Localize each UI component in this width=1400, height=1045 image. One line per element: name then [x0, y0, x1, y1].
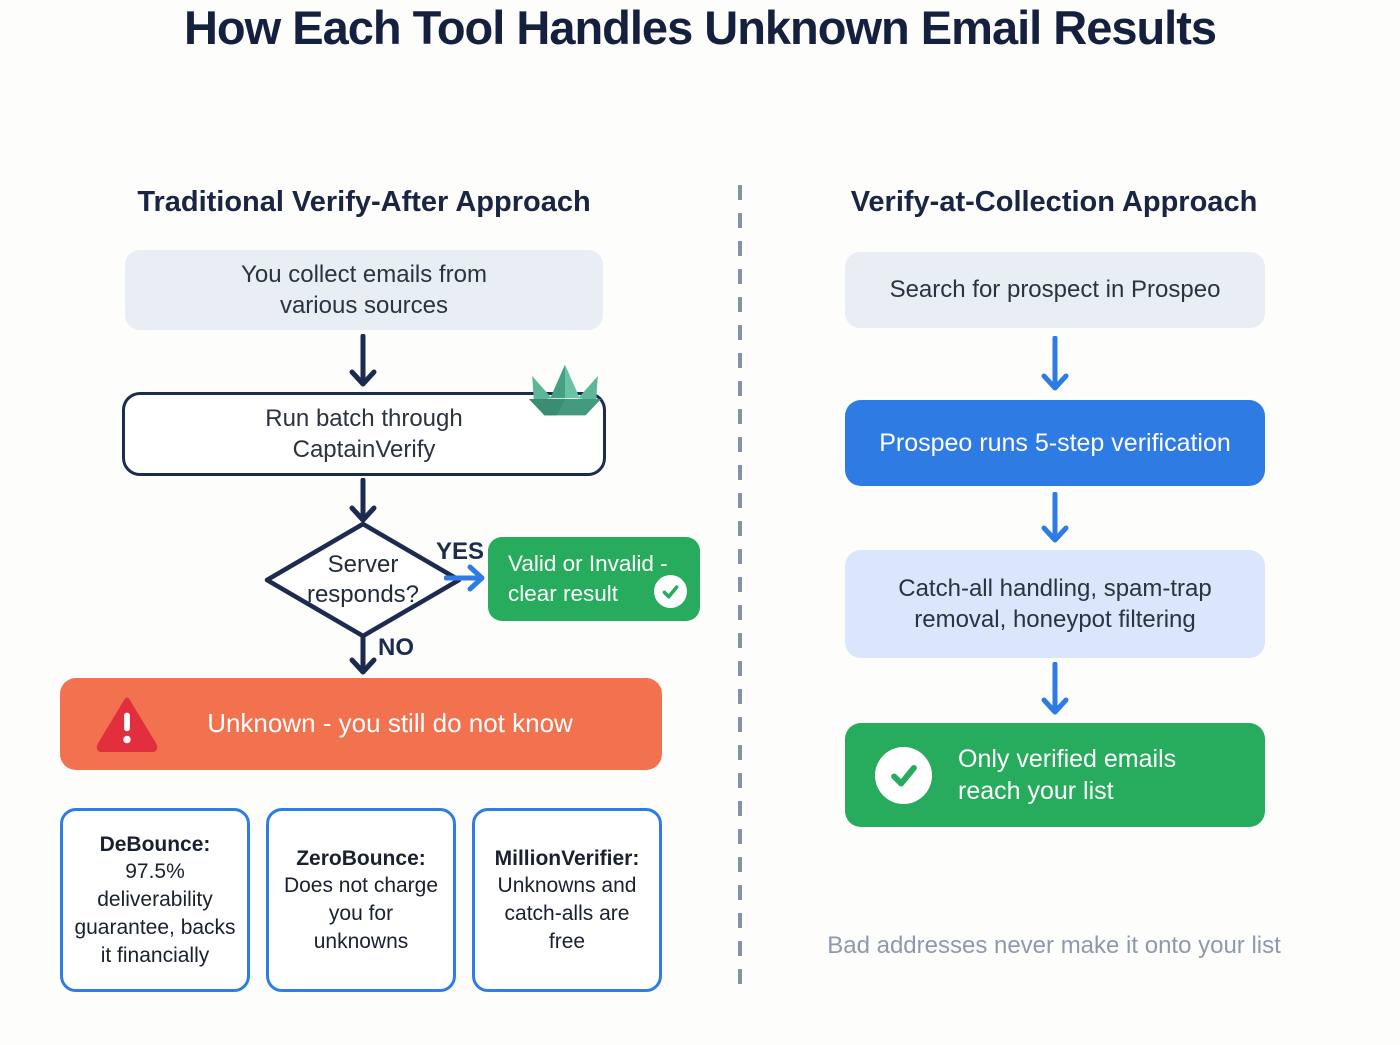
tool-card-debounce: DeBounce: 97.5% deliverability guarantee… — [60, 808, 250, 992]
collect-emails-box: You collect emails from various sources — [125, 250, 603, 330]
valid-result-box: Valid or Invalid - clear result — [488, 537, 700, 621]
tool-name: DeBounce: — [99, 832, 211, 856]
collect-emails-text: You collect emails from various sources — [241, 260, 487, 319]
right-column-heading: Verify-at-Collection Approach — [850, 186, 1258, 218]
column-divider — [738, 185, 742, 990]
tool-name: ZeroBounce: — [296, 846, 426, 870]
footnote-text: Bad addresses never make it onto your li… — [827, 932, 1281, 959]
valid-result-text: Valid or Invalid - clear result — [508, 550, 668, 606]
arrow-down-2 — [347, 478, 379, 526]
catchall-handling-text: Catch-all handling, spam-trap removal, h… — [898, 574, 1212, 633]
tool-desc: Unknowns and catch-alls are free — [497, 874, 637, 953]
tool-desc: Does not charge you for unknowns — [283, 874, 439, 953]
no-arrow — [347, 634, 379, 678]
tool-card-zerobounce: ZeroBounce: Does not charge you for unkn… — [266, 808, 456, 992]
check-circle-icon — [875, 746, 932, 804]
left-column-heading: Traditional Verify-After Approach — [137, 186, 591, 218]
arrow-down-1 — [347, 334, 379, 390]
yes-label: YES — [436, 538, 485, 565]
catchall-handling-box: Catch-all handling, spam-trap removal, h… — [845, 550, 1265, 658]
decision-label: Server responds? — [306, 551, 420, 608]
verification-box: Prospeo runs 5-step verification — [845, 400, 1265, 486]
search-prospect-box: Search for prospect in Prospeo — [845, 252, 1265, 328]
unknown-result-text: Unknown - you still do not know — [207, 708, 573, 739]
right-arrow-1 — [1039, 336, 1071, 394]
right-arrow-2 — [1039, 492, 1071, 546]
batch-verify-box: Run batch through CaptainVerify — [122, 392, 606, 476]
unknown-result-box: Unknown - you still do not know — [60, 678, 662, 770]
verified-emails-text: Only verified emails reach your list — [958, 744, 1177, 806]
right-arrow-3 — [1039, 662, 1071, 718]
warning-triangle-icon — [96, 696, 158, 752]
verification-text: Prospeo runs 5-step verification — [879, 428, 1231, 457]
batch-verify-text: Run batch through CaptainVerify — [265, 404, 463, 463]
verified-emails-box: Only verified emails reach your list — [845, 723, 1265, 827]
page-title: How Each Tool Handles Unknown Email Resu… — [183, 1, 1217, 54]
paper-boat-icon — [524, 360, 606, 420]
tool-name: MillionVerifier: — [494, 846, 640, 870]
yes-arrow — [444, 562, 488, 594]
no-label: NO — [378, 634, 414, 661]
tool-desc: 97.5% deliverability guarantee, backs it… — [74, 860, 236, 967]
search-prospect-text: Search for prospect in Prospeo — [889, 276, 1221, 304]
check-circle-icon — [654, 575, 687, 608]
tool-card-millionverifier: MillionVerifier: Unknowns and catch-alls… — [472, 808, 662, 992]
